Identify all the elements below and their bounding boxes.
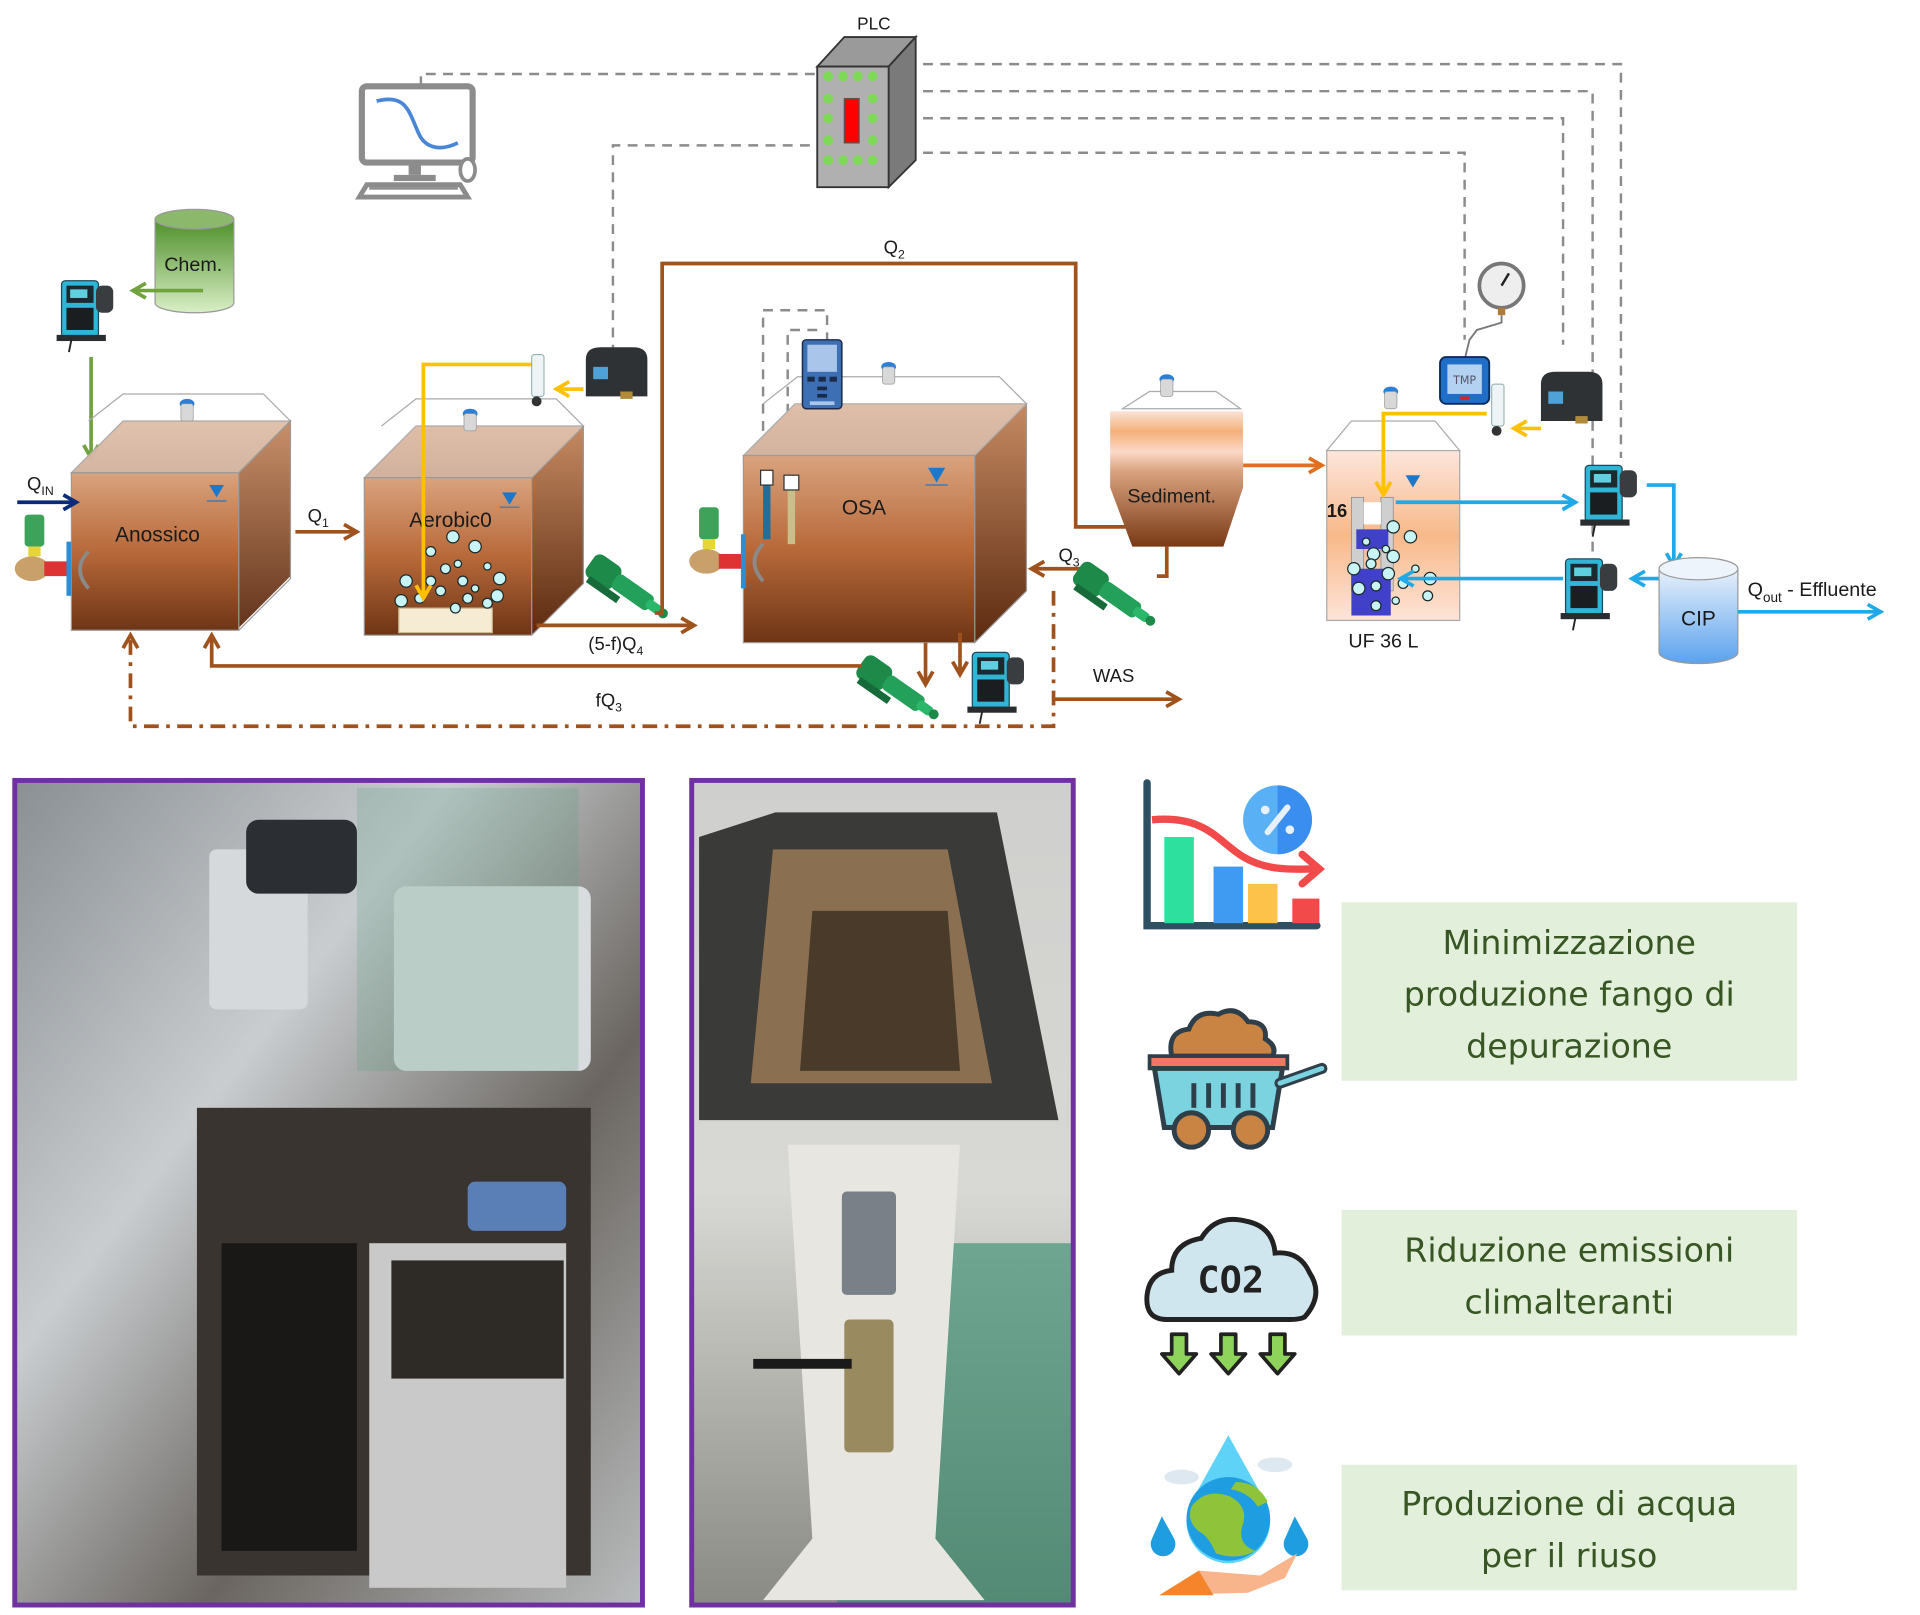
signal-line-tmp (923, 151, 1466, 340)
q2-flow-line (654, 261, 1166, 615)
q1-label: Q1 (308, 505, 329, 530)
aerobic-air-blower-icon (585, 347, 648, 399)
benefit-line: Riduzione emissioni (1404, 1231, 1734, 1270)
co2-cloud-icon: CO2 (1144, 1216, 1319, 1376)
water-level-icon (1405, 475, 1421, 488)
plc-label: PLC (857, 14, 891, 34)
benefit-box-emission-reduction: Riduzione emissioni climalteranti (1341, 1209, 1797, 1336)
osa-reactor-photo (689, 777, 1076, 1608)
plc-signal-lines (419, 62, 1623, 552)
uf-air-blower-icon (1540, 371, 1603, 424)
osa-tank: OSA (741, 361, 1028, 644)
cip-label: CIP (1681, 607, 1716, 630)
benefit-line: depurazione (1466, 1026, 1672, 1065)
aerobic-tank: Aerobic0 (362, 398, 585, 636)
settler-label: Sediment. (1127, 485, 1216, 507)
tmp-sensor-icon: TMP (1439, 356, 1491, 405)
osa-probe-1 (763, 470, 771, 540)
permeate-to-cip-line (1646, 483, 1683, 570)
anoxic-tank-label: Anossico (115, 524, 200, 547)
osa-probe-2 (787, 477, 796, 545)
uf-module-number: 16 (1327, 500, 1348, 521)
osa-multimeter-icon (801, 339, 843, 410)
signal-line-computer (419, 72, 818, 87)
benefit-line: climalteranti (1465, 1282, 1674, 1321)
tmp-label: TMP (1452, 374, 1476, 387)
settler-tank: Sediment. (1110, 373, 1244, 547)
uf-rotameter-icon (1491, 383, 1505, 437)
was-label: WAS (1093, 665, 1134, 686)
benefit-line: Produzione di acqua (1401, 1484, 1737, 1523)
water-level-icon (928, 467, 946, 483)
uf-tank-label: UF 36 L (1348, 631, 1418, 653)
q2-label: Q2 (884, 237, 905, 262)
water-level-icon (209, 485, 224, 498)
q3-label: Q3 (1058, 544, 1079, 569)
aerobic-tank-label: Aerobic0 (409, 509, 492, 532)
benefit-box-water-reuse: Produzione di acqua per il riuso (1341, 1464, 1797, 1591)
return-line-to-anoxic (202, 631, 862, 668)
signal-line-osa-probe-1 (761, 309, 829, 483)
benefit-line: Minimizzazione (1442, 923, 1695, 962)
cip-tank: CIP (1658, 557, 1739, 665)
pressure-gauge-icon (1477, 261, 1526, 316)
co2-text: CO2 (1197, 1258, 1264, 1301)
gauge-tubing (1463, 315, 1503, 360)
signal-line-pump-1 (923, 62, 1623, 458)
benefit-line: per il riuso (1481, 1536, 1657, 1575)
plc-status-leds (823, 71, 878, 166)
chem-dosing-pump-icon (55, 279, 115, 354)
osa-recycle-pump-icon (850, 652, 946, 733)
water-reuse-icon (1150, 1435, 1309, 1596)
computer-monitor-icon (355, 83, 477, 200)
q-in-label: QIN (27, 473, 54, 498)
aerobic-air-line (414, 362, 532, 602)
benefit-line: produzione fango di (1404, 975, 1735, 1014)
backwash-pump-icon (1559, 557, 1619, 632)
osa-tank-label: OSA (842, 497, 886, 520)
benefit-box-sludge-minimization: Minimizzazione produzione fango di depur… (1341, 902, 1797, 1081)
was-dosing-pump-icon (966, 651, 1025, 725)
pilot-plant-photo (12, 777, 645, 1608)
chem-tank-label: Chem. (164, 254, 222, 276)
uf-air-line (1374, 411, 1487, 499)
water-level-icon (502, 492, 517, 505)
signal-line-uf-blower (923, 117, 1565, 345)
plc-display (843, 97, 860, 144)
sludge-cart-icon (1147, 1008, 1328, 1150)
declining-chart-icon (1143, 779, 1326, 930)
fq3-flow-line (121, 590, 1056, 729)
q-out-label: Qout - Effluente (1748, 579, 1877, 605)
q4-label: (5-f)Q4 (588, 633, 643, 658)
anoxic-tank: Anossico (69, 393, 292, 631)
air-diffuser (398, 607, 493, 634)
plc-cabinet: PLC (815, 14, 918, 190)
q3-recycle-pump-icon (1067, 558, 1163, 639)
settler-underflow-line (1156, 546, 1169, 578)
chem-tank: Chem. (154, 208, 235, 314)
uf-membrane-tank: 16 UF 36 L (1325, 386, 1462, 653)
signal-line-aerobic-blower (611, 144, 818, 355)
signal-line-osa-probe-2 (786, 328, 818, 483)
fq3-label: fQ3 (596, 690, 622, 715)
permeate-pump-icon (1579, 464, 1638, 538)
